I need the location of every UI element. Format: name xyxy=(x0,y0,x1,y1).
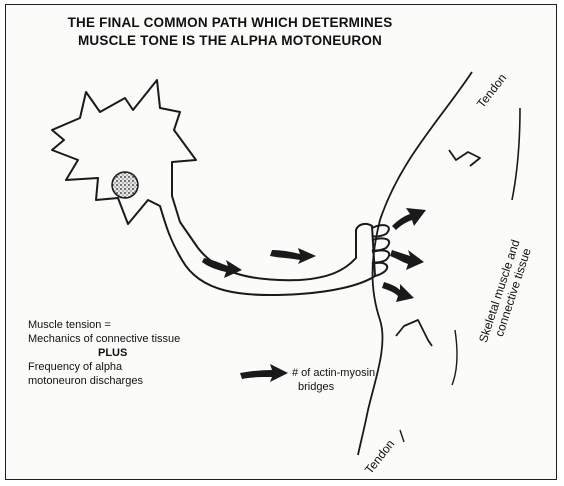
legend-arrow xyxy=(240,364,288,382)
nucleus xyxy=(112,172,138,198)
legend-line-4: motoneuron discharges xyxy=(28,374,180,388)
conduction-arrow-2 xyxy=(270,248,316,264)
legend-line-3: Frequency of alpha xyxy=(28,360,180,374)
terminal-arrow-low xyxy=(382,282,414,302)
conduction-arrow-1 xyxy=(202,258,242,278)
legend-result-line-1: # of actin-myosin xyxy=(292,366,375,380)
legend: Muscle tension = Mechanics of connective… xyxy=(28,318,180,388)
legend-result: # of actin-myosin bridges xyxy=(292,366,375,394)
tendon-dash xyxy=(400,430,404,442)
sarcomere-bracket-top xyxy=(449,150,480,166)
legend-plus: PLUS xyxy=(28,346,180,360)
terminal-arrow-mid xyxy=(390,250,424,270)
sarcomere-bracket-bottom xyxy=(396,320,432,346)
muscle-fiber-line xyxy=(512,108,520,200)
muscle-fiber-line-lower xyxy=(452,330,457,385)
terminal-arrow-top xyxy=(392,208,426,230)
legend-line-2: Mechanics of connective tissue xyxy=(28,332,180,346)
legend-result-line-2: bridges xyxy=(292,380,375,394)
legend-line-1: Muscle tension = xyxy=(28,318,180,332)
